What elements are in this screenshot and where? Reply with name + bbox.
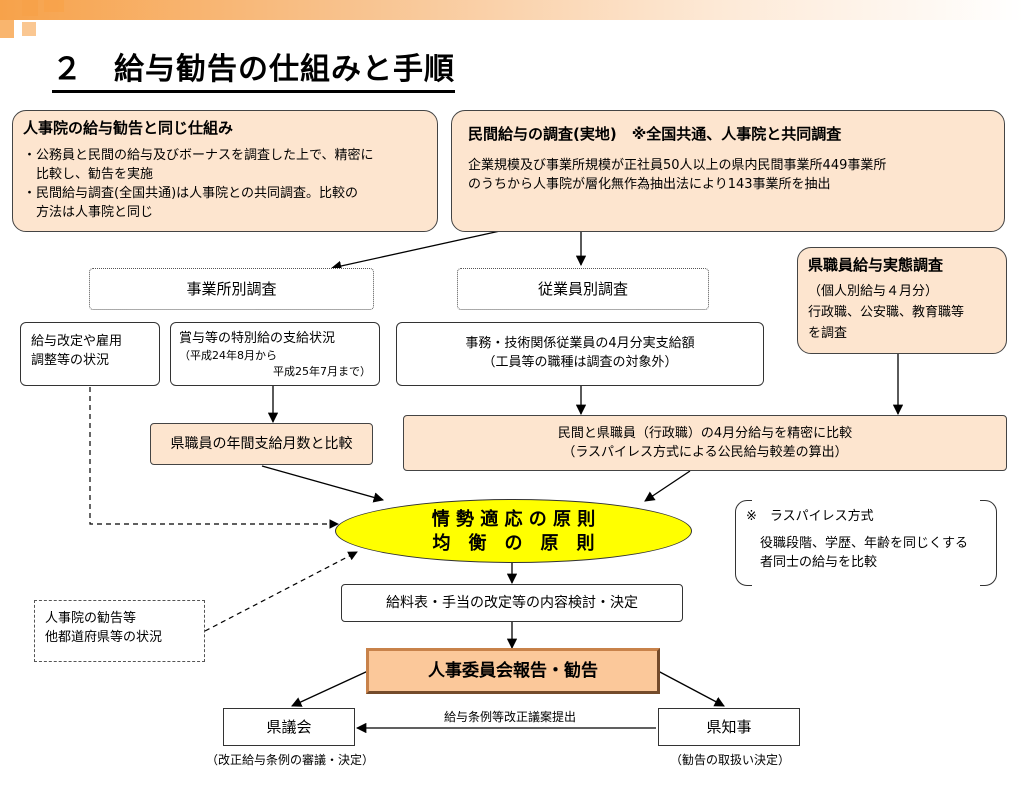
kyuyo-kaitei-text: 調整等の状況 xyxy=(31,353,110,368)
jigyosho-survey: 事業所別調査 xyxy=(89,268,374,310)
box-kyuryohyo: 給料表・手当の改定等の内容検討・決定 xyxy=(341,584,683,622)
shoyo-text: （平成24年8月から xyxy=(179,349,277,362)
header-gradient-bar xyxy=(0,0,1024,20)
box-hikaku: 民間と県職員（行政職）の4月分給与を精密に比較 （ラスパイレス方式による公民給与… xyxy=(403,415,1007,471)
box-nenkan: 県職員の年間支給月数と比較 xyxy=(150,423,373,465)
header-square xyxy=(22,0,38,16)
header-square xyxy=(0,20,14,38)
teishutsu-label: 給与条例等改正議案提出 xyxy=(443,710,576,724)
box-jinjiin-text: ・民間給与調査(全国共通)は人事院との共同調査。比較の xyxy=(23,186,359,201)
box-jinjiin-text: ・公務員と民間の給与及びボーナスを調査した上で、精密に xyxy=(23,148,374,163)
box-kengikai: 県議会 xyxy=(223,708,355,746)
jimu-text: 事務・技術関係従業員の4月分実支給額 xyxy=(465,336,695,351)
principle-text: 均 衡 の 原 則 xyxy=(432,533,595,554)
kenshokuin-text: を調査 xyxy=(808,326,848,341)
box-kenchiji: 県知事 xyxy=(658,708,800,746)
header-square xyxy=(44,0,64,12)
kenshokuin-text: 行政職、公安職、教育職等 xyxy=(808,305,965,320)
shoyo-text: 平成25年7月まで） xyxy=(273,365,371,378)
box-jimu: 事務・技術関係従業員の4月分実支給額 （工員等の職種は調査の対象外） xyxy=(396,322,764,386)
box-laspeyres: ※ ラスパイレス方式 役職段階、学歴、年齢を同じくする 者同士の給与を比較 xyxy=(735,500,997,586)
jimu-text: （工員等の職種は調査の対象外） xyxy=(482,355,678,370)
box-houkoku: 人事委員会報告・勧告 xyxy=(366,648,660,694)
box-jinjiin-kankoku: 人事院の勧告等 他都道府県等の状況 xyxy=(34,600,205,662)
laspeyres-title: ※ ラスパイレス方式 xyxy=(746,509,874,524)
kengikai-note: （改正給与条例の審議・決定） xyxy=(205,753,374,767)
box-kenshokuin-survey: 県職員給与実態調査 （個人別給与４月分） 行政職、公安職、教育職等 を調査 xyxy=(797,247,1007,354)
principle-text: 情 勢 適 応 の 原 則 xyxy=(431,509,596,530)
box-minkan-survey: 民間給与の調査(実地) ※全国共通、人事院と共同調査 企業規模及び事業所規模が正… xyxy=(451,110,1005,232)
box-jinjiin-text: 方法は人事院と同じ xyxy=(23,205,154,220)
jugyoin-survey: 従業員別調査 xyxy=(457,268,709,310)
kenshokuin-title: 県職員給与実態調査 xyxy=(808,256,944,274)
jinjiin-kankoku-text: 他都道府県等の状況 xyxy=(45,630,163,645)
kyuyo-kaitei-text: 給与改定や雇用 xyxy=(31,334,123,349)
box-minkan-title: 民間給与の調査(実地) ※全国共通、人事院と共同調査 xyxy=(468,125,842,143)
laspeyres-text: 者同士の給与を比較 xyxy=(760,555,878,570)
box-shoyo: 賞与等の特別給の支給状況 （平成24年8月から 平成25年7月まで） xyxy=(170,322,380,386)
kenshokuin-text: （個人別給与４月分） xyxy=(808,284,939,299)
box-minkan-text: 企業規模及び事業所規模が正社員50人以上の県内民間事業所449事業所 xyxy=(468,158,887,173)
kenchiji-note: （勧告の取扱い決定） xyxy=(669,753,790,767)
page-title: ２ 給与勧告の仕組みと手順 xyxy=(52,50,455,93)
shoyo-text: 賞与等の特別給の支給状況 xyxy=(179,331,336,346)
box-jinjiin-text: 比較し、勧告を実施 xyxy=(23,167,154,182)
box-jinjiin-title: 人事院の給与勧告と同じ仕組み xyxy=(23,119,234,137)
jinjiin-kankoku-text: 人事院の勧告等 xyxy=(45,611,137,626)
header-square xyxy=(22,22,36,36)
hikaku-text: 民間と県職員（行政職）の4月分給与を精密に比較 xyxy=(557,426,853,441)
laspeyres-text: 役職段階、学歴、年齢を同じくする xyxy=(760,536,969,551)
principle-ellipse: 情 勢 適 応 の 原 則 均 衡 の 原 則 xyxy=(335,499,692,563)
hikaku-text: （ラスパイレス方式による公民給与較差の算出） xyxy=(562,445,848,460)
box-kyuyo-kaitei: 給与改定や雇用 調整等の状況 xyxy=(20,322,160,386)
box-jinjiin-mechanism: 人事院の給与勧告と同じ仕組み ・公務員と民間の給与及びボーナスを調査した上で、精… xyxy=(12,110,438,232)
box-minkan-text: のうちから人事院が層化無作為抽出法により143事業所を抽出 xyxy=(468,177,831,192)
